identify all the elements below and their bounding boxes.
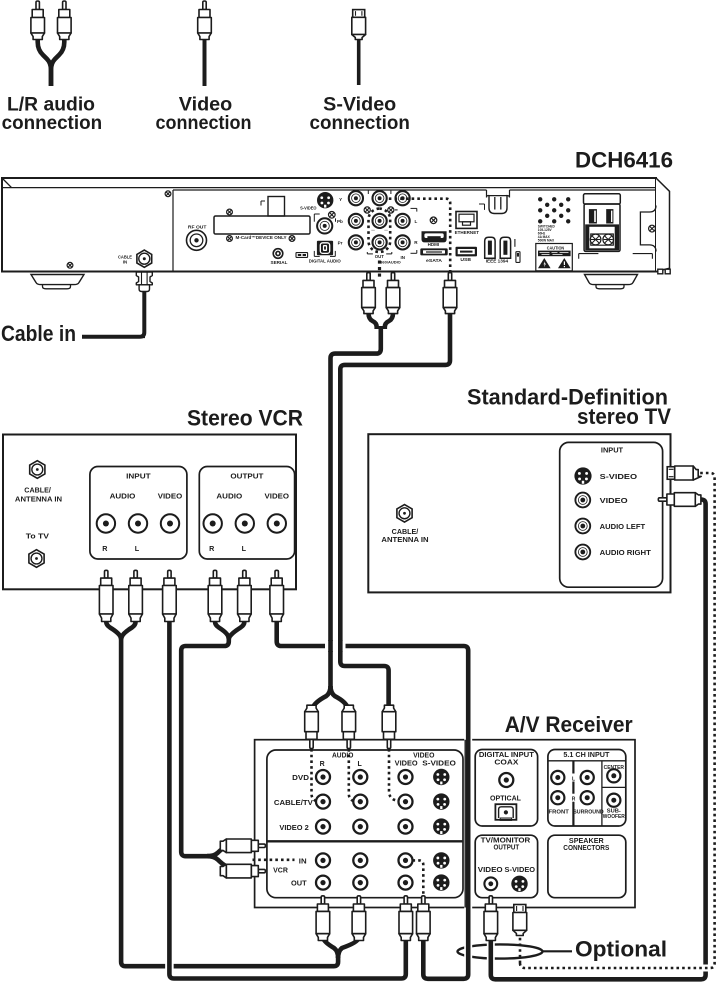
svg-text:Stereo VCR: Stereo VCR — [187, 406, 303, 431]
svg-text:SERIAL: SERIAL — [271, 260, 288, 265]
svg-text:L: L — [242, 544, 247, 553]
svg-text:stereo TV: stereo TV — [577, 404, 671, 429]
svg-text:To TV: To TV — [26, 532, 49, 541]
svg-text:eSATA: eSATA — [426, 258, 443, 263]
svg-text:S-VIDEO: S-VIDEO — [600, 472, 638, 481]
svg-text:VIDEO: VIDEO — [158, 492, 183, 501]
svg-text:Pr: Pr — [338, 241, 343, 246]
svg-text:L: L — [414, 219, 417, 224]
svg-text:INPUT: INPUT — [126, 472, 151, 481]
svg-text:connection: connection — [310, 113, 410, 134]
svg-text:ANTENNA IN: ANTENNA IN — [381, 537, 428, 544]
svg-text:4A MAX: 4A MAX — [538, 235, 551, 239]
svg-text:105-125V: 105-125V — [538, 228, 553, 232]
svg-text:AUDIO: AUDIO — [110, 492, 136, 501]
svg-text:R: R — [414, 240, 418, 245]
svg-text:SPEAKER: SPEAKER — [569, 838, 604, 845]
svg-text:USB: USB — [460, 257, 471, 262]
svg-text:VIDEO: VIDEO — [265, 492, 290, 501]
svg-text:VCR: VCR — [273, 868, 288, 875]
svg-text:R: R — [572, 797, 576, 803]
svg-text:A/V Receiver: A/V Receiver — [505, 712, 633, 737]
svg-text:S-VIDEO: S-VIDEO — [300, 206, 317, 211]
svg-text:L: L — [135, 544, 140, 553]
svg-text:WOOFER: WOOFER — [603, 814, 625, 820]
svg-text:AUDIO: AUDIO — [216, 492, 242, 501]
svg-text:60Hz: 60Hz — [538, 232, 546, 236]
svg-text:CAUTION: CAUTION — [547, 245, 564, 250]
svg-text:VIDEO: VIDEO — [413, 751, 435, 760]
svg-text:TV/MONITOR: TV/MONITOR — [481, 837, 531, 844]
svg-text:M-Card™DEVICE ONLY: M-Card™DEVICE ONLY — [236, 235, 287, 240]
svg-text:INPUT: INPUT — [601, 446, 624, 455]
svg-text:HDMI: HDMI — [428, 242, 440, 247]
svg-text:RF OUT: RF OUT — [188, 225, 207, 230]
svg-text:OUT: OUT — [375, 254, 384, 259]
svg-text:Video: Video — [179, 94, 233, 115]
svg-text:COAX: COAX — [494, 759, 518, 766]
svg-text:OPTICAL: OPTICAL — [490, 796, 522, 803]
svg-text:SURROUND: SURROUND — [573, 810, 603, 816]
svg-text:DVD: DVD — [292, 775, 309, 782]
svg-text:CONNECTORS: CONNECTORS — [563, 845, 609, 852]
svg-text:CABLE/: CABLE/ — [392, 529, 419, 536]
svg-text:CABLE/: CABLE/ — [24, 488, 51, 495]
svg-text:CABLE/TV: CABLE/TV — [274, 800, 313, 807]
svg-text:5.1 CH INPUT: 5.1 CH INPUT — [563, 752, 610, 759]
svg-text:L/R audio: L/R audio — [7, 94, 95, 115]
svg-text:VIDEO: VIDEO — [395, 760, 419, 767]
svg-text:connection: connection — [156, 113, 252, 134]
svg-text:ANTENNA IN: ANTENNA IN — [15, 497, 62, 504]
svg-text:DIGITAL INPUT: DIGITAL INPUT — [479, 752, 535, 759]
svg-text:Standard-Definition: Standard-Definition — [467, 385, 668, 410]
svg-text:VIDEO: VIDEO — [600, 496, 629, 505]
svg-text:DIGITAL AUDIO: DIGITAL AUDIO — [309, 259, 341, 264]
svg-text:Y: Y — [339, 197, 342, 202]
svg-text:R: R — [209, 544, 215, 553]
svg-text:R: R — [102, 544, 108, 553]
svg-text:OUTPUT: OUTPUT — [230, 472, 263, 481]
svg-text:ETHERNET: ETHERNET — [455, 230, 480, 235]
svg-text:Pb: Pb — [337, 219, 343, 224]
svg-text:IN: IN — [299, 858, 307, 865]
svg-text:S-Video: S-Video — [323, 94, 396, 115]
svg-text:AUDIO: AUDIO — [332, 751, 354, 760]
svg-text:R: R — [320, 761, 325, 768]
svg-text:Cable in: Cable in — [1, 321, 76, 346]
svg-text:CABLE: CABLE — [118, 254, 132, 259]
svg-text:FRONT: FRONT — [549, 810, 570, 816]
svg-text:OUTPUT: OUTPUT — [494, 845, 520, 852]
svg-text:DCH6416: DCH6416 — [575, 148, 673, 173]
svg-text:Optional: Optional — [575, 937, 667, 962]
svg-text:AUDIO LEFT: AUDIO LEFT — [600, 522, 646, 531]
svg-text:VIDEO: VIDEO — [478, 867, 504, 874]
svg-text:S-VIDEO: S-VIDEO — [505, 867, 536, 874]
svg-text:SUB-: SUB- — [607, 808, 621, 814]
svg-text:S-VIDEO: S-VIDEO — [422, 760, 456, 767]
svg-text:L: L — [572, 776, 575, 782]
svg-text:VIDEO 2: VIDEO 2 — [279, 825, 309, 832]
svg-text:IEEE 1394: IEEE 1394 — [486, 259, 509, 264]
svg-text:CENTER: CENTER — [604, 765, 625, 771]
svg-text:500W MAX: 500W MAX — [538, 239, 555, 243]
svg-text:connection: connection — [2, 113, 103, 134]
svg-text:IN: IN — [123, 259, 127, 264]
svg-text:IN: IN — [400, 255, 405, 260]
svg-text:OUT: OUT — [291, 881, 307, 888]
svg-text:AUDIO RIGHT: AUDIO RIGHT — [600, 548, 652, 557]
svg-text:SWITCHED: SWITCHED — [538, 224, 556, 228]
svg-text:L: L — [357, 761, 362, 768]
svg-text:360/AUDIO: 360/AUDIO — [380, 261, 401, 265]
